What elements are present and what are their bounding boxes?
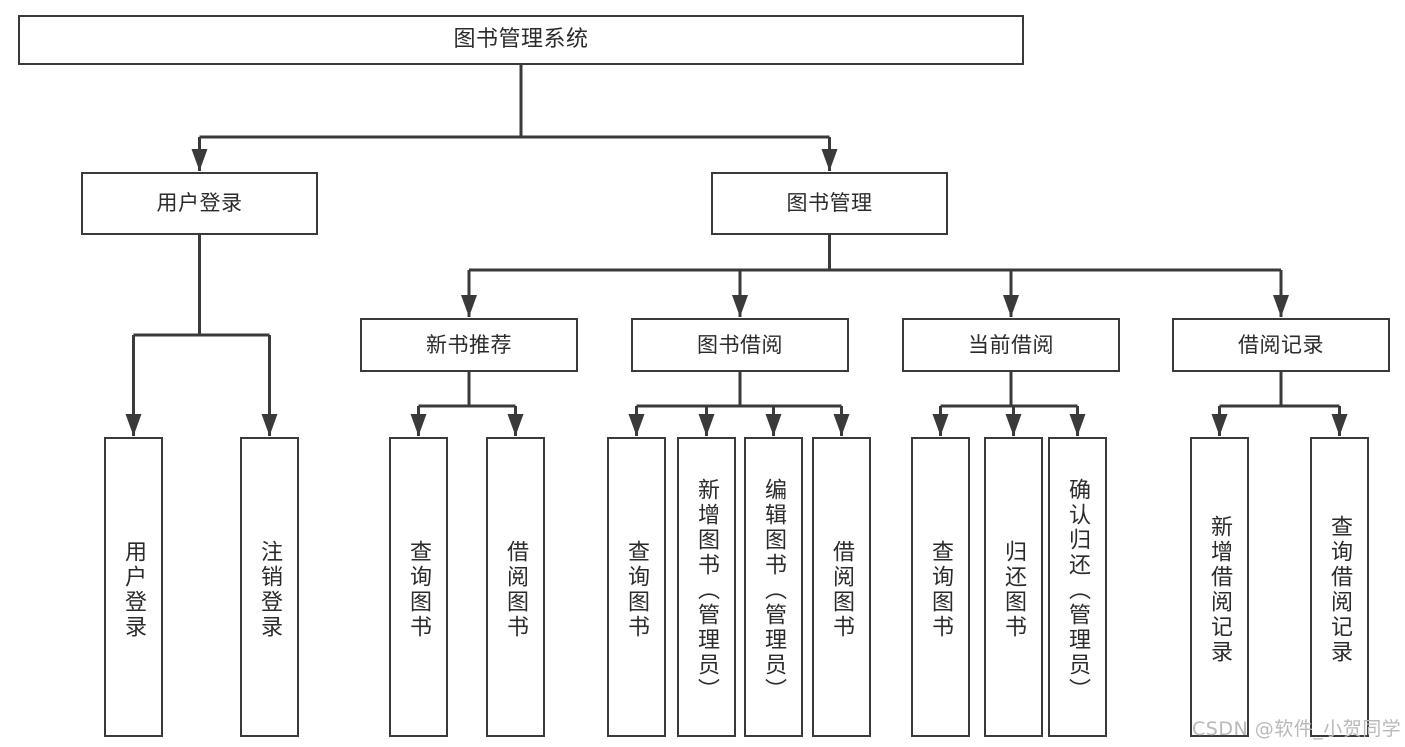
node-user-login[interactable]: 用户登录 <box>81 172 318 235</box>
node-leaf-query-book-1[interactable]: 查询图书 <box>389 437 448 737</box>
node-leaf-add-record[interactable]: 新增借阅记录 <box>1190 437 1249 737</box>
node-book-manage[interactable]: 图书管理 <box>711 172 948 235</box>
node-leaf-query-book-2[interactable]: 查询图书 <box>607 437 666 737</box>
node-leaf-logout[interactable]: 注销登录 <box>240 437 299 737</box>
node-leaf-user-login[interactable]: 用户登录 <box>104 437 163 737</box>
node-label: 用户登录 <box>121 540 147 640</box>
node-leaf-query-book-3[interactable]: 查询图书 <box>911 437 970 737</box>
node-label: 新增借阅记录 <box>1207 515 1233 665</box>
node-label: 图书管理系统 <box>453 27 589 53</box>
node-root[interactable]: 图书管理系统 <box>18 15 1024 65</box>
node-label: 查询图书 <box>406 540 432 640</box>
node-label: 借阅图书 <box>503 540 529 640</box>
node-label: 归还图书 <box>1001 540 1027 640</box>
node-leaf-return-book[interactable]: 归还图书 <box>984 437 1043 737</box>
node-label: 当前借阅 <box>968 332 1054 357</box>
node-label: 查询图书 <box>624 540 650 640</box>
node-borrow-record[interactable]: 借阅记录 <box>1172 318 1390 372</box>
node-leaf-edit-book[interactable]: 编辑图书（管理员） <box>744 437 803 737</box>
node-leaf-borrow-book-2[interactable]: 借阅图书 <box>812 437 871 737</box>
node-leaf-query-record[interactable]: 查询借阅记录 <box>1310 437 1369 737</box>
node-leaf-borrow-book-1[interactable]: 借阅图书 <box>486 437 545 737</box>
node-label: 新书推荐 <box>426 332 512 357</box>
node-label: 用户登录 <box>156 191 243 216</box>
node-label: 注销登录 <box>257 540 283 640</box>
node-new-book-rec[interactable]: 新书推荐 <box>360 318 578 372</box>
watermark-text: CSDN @软件_小贺同学 <box>1192 718 1402 740</box>
node-leaf-add-book[interactable]: 新增图书（管理员） <box>677 437 736 737</box>
node-current-borrow[interactable]: 当前借阅 <box>902 318 1120 372</box>
node-label: 查询图书 <box>928 540 954 640</box>
node-leaf-confirm-return[interactable]: 确认归还（管理员） <box>1048 437 1107 737</box>
node-label: 编辑图书（管理员） <box>761 477 787 703</box>
node-label: 借阅图书 <box>829 540 855 640</box>
node-label: 图书管理 <box>786 191 873 216</box>
node-label: 借阅记录 <box>1238 332 1324 357</box>
node-label: 图书借阅 <box>697 332 783 357</box>
node-book-borrow[interactable]: 图书借阅 <box>631 318 849 372</box>
node-label: 确认归还（管理员） <box>1065 477 1091 703</box>
node-label: 查询借阅记录 <box>1327 515 1353 665</box>
node-label: 新增图书（管理员） <box>694 477 720 703</box>
